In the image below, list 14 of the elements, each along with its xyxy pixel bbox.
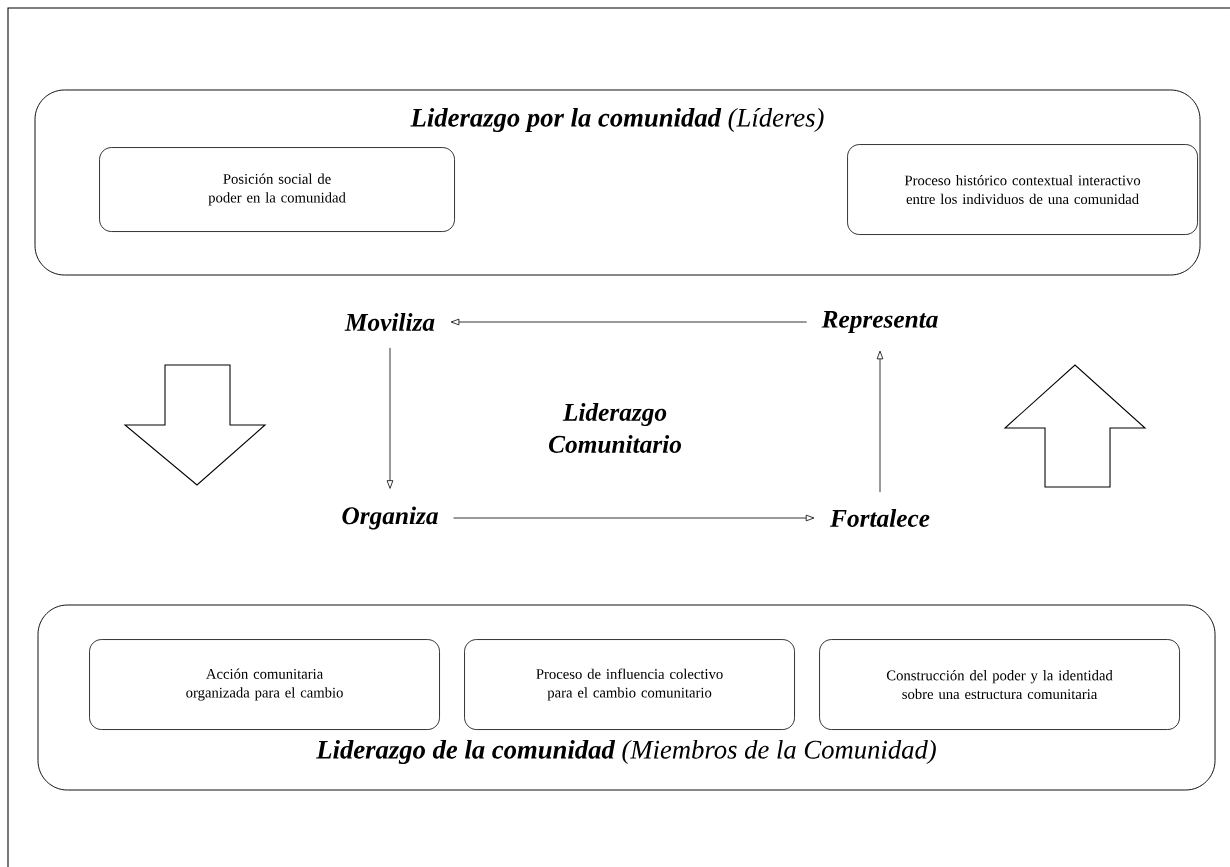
step-label: Representa	[821, 311, 938, 333]
arrow	[450, 318, 808, 326]
text-box: Acción comunitaria organizada para el cambio	[89, 639, 440, 730]
text-box: Proceso de influencia colectivo para el cambio comunitario	[464, 639, 795, 730]
step-label: Moviliza	[344, 313, 435, 331]
center-label: Liderazgo Comunitario	[549, 403, 681, 453]
text-box: Construcción del poder y la identidad sobre una estructura comunitaria	[819, 639, 1180, 730]
arrow	[386, 347, 394, 489]
step-label: Organiza	[342, 506, 438, 530]
text-box: Proceso histórico contextual interactivo entre los individuos de una comunidad	[847, 144, 1198, 235]
text-box: Posición social de poder en la comunidad	[99, 147, 455, 232]
arrow	[453, 514, 815, 522]
step-label: Fortalece	[830, 509, 930, 527]
arrow	[876, 350, 884, 493]
